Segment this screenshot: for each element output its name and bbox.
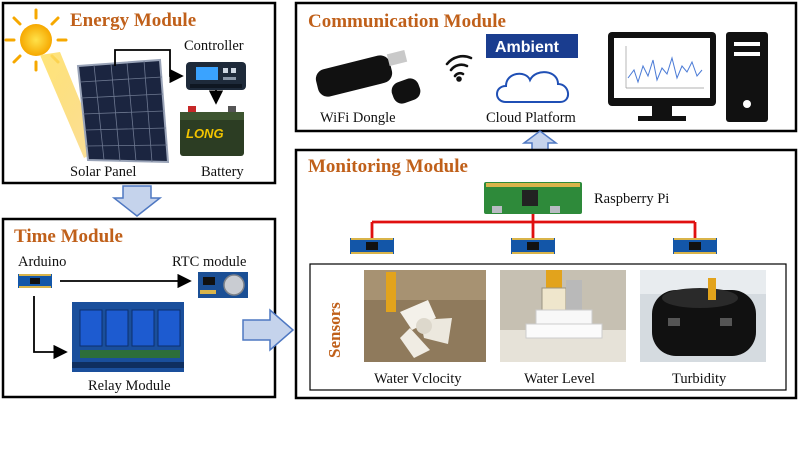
time-to-monitoring-arrow [242, 308, 295, 352]
wifi-dongle-icon [315, 50, 421, 104]
charge-controller-icon [186, 62, 246, 90]
arduino-board-icon [18, 274, 52, 288]
relay-module-icon [72, 302, 184, 372]
energy-to-time-arrow [111, 185, 163, 217]
monitor-chart-thumbnail [627, 56, 703, 84]
energy-module-title: Energy Module [70, 10, 196, 31]
monitor-icon [608, 32, 716, 121]
time-module: Time Module Arduino RTC module Relay Mo [1, 217, 277, 399]
sensor-water-velocity-label: Water Vclocity [374, 371, 462, 387]
wifi-signal-icon [445, 55, 473, 82]
arduino-nano-icon [511, 238, 555, 254]
rtc-label: RTC module [172, 254, 246, 270]
panel-to-controller-line [114, 49, 184, 84]
ambient-logo: Ambient [486, 34, 578, 58]
monitoring-to-communication-arrow [521, 130, 559, 151]
sensor-water-level-label: Water Level [524, 371, 595, 387]
time-module-title-text: Time Module [14, 226, 123, 247]
pi-to-arduino-wires [370, 214, 697, 238]
energy-module: Energy Module [1, 1, 277, 185]
sensor-turbidity-label: Turbidity [672, 371, 727, 387]
raspberry-pi-label: Raspberry Pi [594, 191, 669, 207]
monitoring-module-title: Monitoring Module [308, 156, 468, 177]
solar-panel-icon [76, 58, 170, 164]
controller-label: Controller [184, 38, 244, 54]
ambient-logo-text: Ambient [495, 39, 560, 56]
arduino-to-relay-arrow [33, 296, 68, 360]
wifi-dongle-label: WiFi Dongle [320, 110, 396, 126]
arduino-nano-icon [673, 238, 717, 254]
battery-brand-logo: LONG [186, 126, 224, 141]
sensors-title: Sensors [325, 302, 344, 358]
battery-icon: LONG [180, 106, 244, 156]
cloud-icon [496, 71, 569, 103]
battery-label: Battery [201, 164, 244, 180]
rtc-module-icon [198, 272, 248, 298]
relay-label: Relay Module [88, 378, 171, 394]
turbidity-sensor-image [640, 270, 766, 362]
communication-module: Communication Module WiFi Dongle Ambient… [294, 1, 798, 133]
raspberry-pi-icon [484, 182, 582, 214]
water-velocity-sensor-image [364, 270, 486, 362]
arduino-label: Arduino [18, 254, 66, 270]
cloud-platform-label: Cloud Platform [486, 110, 577, 126]
communication-module-title: Communication Module [308, 11, 506, 32]
solar-panel-label: Solar Panel [70, 164, 136, 180]
pc-tower-icon [726, 32, 768, 122]
water-level-sensor-image [500, 270, 626, 362]
arduino-nano-icon [350, 238, 394, 254]
monitoring-module: Monitoring Module Raspberry Pi [294, 148, 798, 400]
